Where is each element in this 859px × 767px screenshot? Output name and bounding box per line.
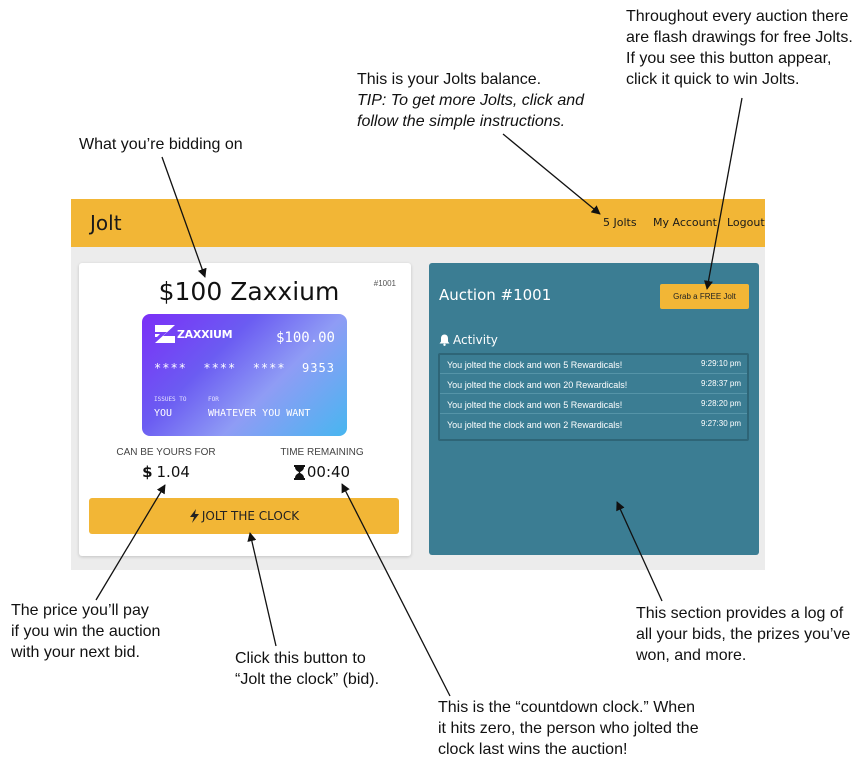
auction-id-label: #1001 (373, 279, 396, 288)
activity-panel: Auction #1001 Grab a FREE Jolt Activity … (429, 263, 759, 555)
annotation-bidding-on: What you’re bidding on (79, 134, 243, 155)
card-for-value: WHATEVER YOU WANT (208, 408, 311, 419)
annotation-activity-log: This section provides a log of all your … (636, 603, 850, 666)
activity-time: 9:29:10 pm (700, 359, 741, 368)
app-window: Jolt 5 Jolts My Account Logout $100 Zaxx… (71, 199, 765, 570)
annotation-line: won, and more. (636, 647, 747, 664)
annotation-flash-drawing: Throughout every auction there are flash… (626, 6, 853, 90)
annotation-line: “Jolt the clock” (bid). (235, 671, 380, 688)
activity-heading-label: Activity (453, 333, 498, 347)
jolt-the-clock-button[interactable]: JOLT THE CLOCK (89, 498, 399, 534)
lightning-bolt-icon (189, 509, 199, 523)
annotation-line: If you see this button appear, (626, 50, 832, 67)
my-account-link[interactable]: My Account (653, 216, 717, 229)
jolts-balance-link[interactable]: 5 Jolts (603, 216, 637, 229)
annotation-line: if you win the auction (11, 623, 161, 640)
annotation-line: This is your Jolts balance. (357, 71, 542, 88)
card-issued-to-label: ISSUES TO (154, 396, 187, 403)
countdown-clock: 00:40 (257, 463, 387, 481)
activity-time: 9:27:30 pm (700, 419, 741, 428)
price-label: CAN BE YOURS FOR (116, 447, 216, 458)
annotation-jolt-button: Click this button to “Jolt the clock” (b… (235, 648, 379, 690)
zaxxium-logo-text: ZAXXIUM (177, 327, 233, 341)
annotation-line: are flash drawings for free Jolts. (626, 29, 853, 46)
brand-logo[interactable]: Jolt (90, 211, 122, 235)
card-number: **** **** **** 9353 (154, 361, 335, 375)
annotation-line: Click this button to (235, 650, 366, 667)
annotation-line: click it quick to win Jolts. (626, 71, 800, 88)
activity-message: You jolted the clock and won 5 Rewardica… (447, 360, 623, 370)
activity-row: You jolted the clock and won 20 Rewardic… (440, 375, 747, 394)
prize-title: $100 Zaxxium (158, 277, 340, 306)
zaxxium-logo: ZAXXIUM (154, 324, 233, 344)
card-issued-to-value: YOU (154, 408, 173, 419)
annotation-line: TIP: To get more Jolts, click and (357, 92, 585, 109)
time-value: 00:40 (306, 463, 351, 481)
annotation-line: Throughout every auction there (626, 8, 849, 25)
price-value: 1.04 (156, 463, 190, 481)
card-for-label: FOR (208, 396, 219, 403)
time-remaining-label: TIME REMAINING (280, 447, 364, 458)
top-bar: Jolt 5 Jolts My Account Logout (71, 199, 765, 247)
activity-list: You jolted the clock and won 5 Rewardica… (438, 353, 749, 441)
activity-row: You jolted the clock and won 2 Rewardica… (440, 415, 747, 434)
card-amount: $100.00 (275, 330, 335, 346)
annotation-line: follow the simple instructions. (357, 113, 566, 130)
activity-row: You jolted the clock and won 5 Rewardica… (440, 355, 747, 374)
jolt-button-label: JOLT THE CLOCK (201, 509, 300, 523)
annotation-line: What you’re bidding on (79, 136, 243, 153)
current-price: $ 1.04 (101, 463, 231, 481)
auction-card: $100 Zaxxium #1001 ZAXXIUM $100.00 **** … (79, 263, 411, 556)
activity-time: 9:28:37 pm (700, 379, 741, 388)
grab-free-jolt-button[interactable]: Grab a FREE Jolt (660, 284, 749, 309)
activity-message: You jolted the clock and won 20 Rewardic… (447, 380, 628, 390)
annotation-line: it hits zero, the person who jolted the (438, 720, 699, 737)
gift-card-image: ZAXXIUM $100.00 **** **** **** 9353 ISSU… (142, 314, 347, 436)
annotation-line: all your bids, the prizes you’ve (636, 626, 851, 643)
annotation-line: This is the “countdown clock.” When (438, 699, 695, 716)
dollar-icon: $ (142, 463, 153, 481)
annotation-line: with your next bid. (11, 644, 140, 661)
annotation-balance: This is your Jolts balance. TIP: To get … (357, 69, 584, 132)
annotation-countdown: This is the “countdown clock.” When it h… (438, 697, 699, 760)
activity-time: 9:28:20 pm (700, 399, 741, 408)
annotation-line: clock last wins the auction! (438, 741, 628, 758)
annotation-line: This section provides a log of (636, 605, 844, 622)
annotation-price: The price you’ll pay if you win the auct… (11, 600, 160, 663)
activity-message: You jolted the clock and won 2 Rewardica… (447, 420, 623, 430)
auction-heading: Auction #1001 (439, 286, 552, 304)
activity-heading: Activity (439, 333, 498, 347)
hourglass-icon (293, 464, 305, 480)
activity-row: You jolted the clock and won 5 Rewardica… (440, 395, 747, 414)
annotation-line: The price you’ll pay (11, 602, 149, 619)
zaxxium-logo-icon (155, 325, 175, 343)
activity-message: You jolted the clock and won 5 Rewardica… (447, 400, 623, 410)
logout-link[interactable]: Logout (727, 216, 765, 229)
bell-icon (439, 334, 450, 346)
